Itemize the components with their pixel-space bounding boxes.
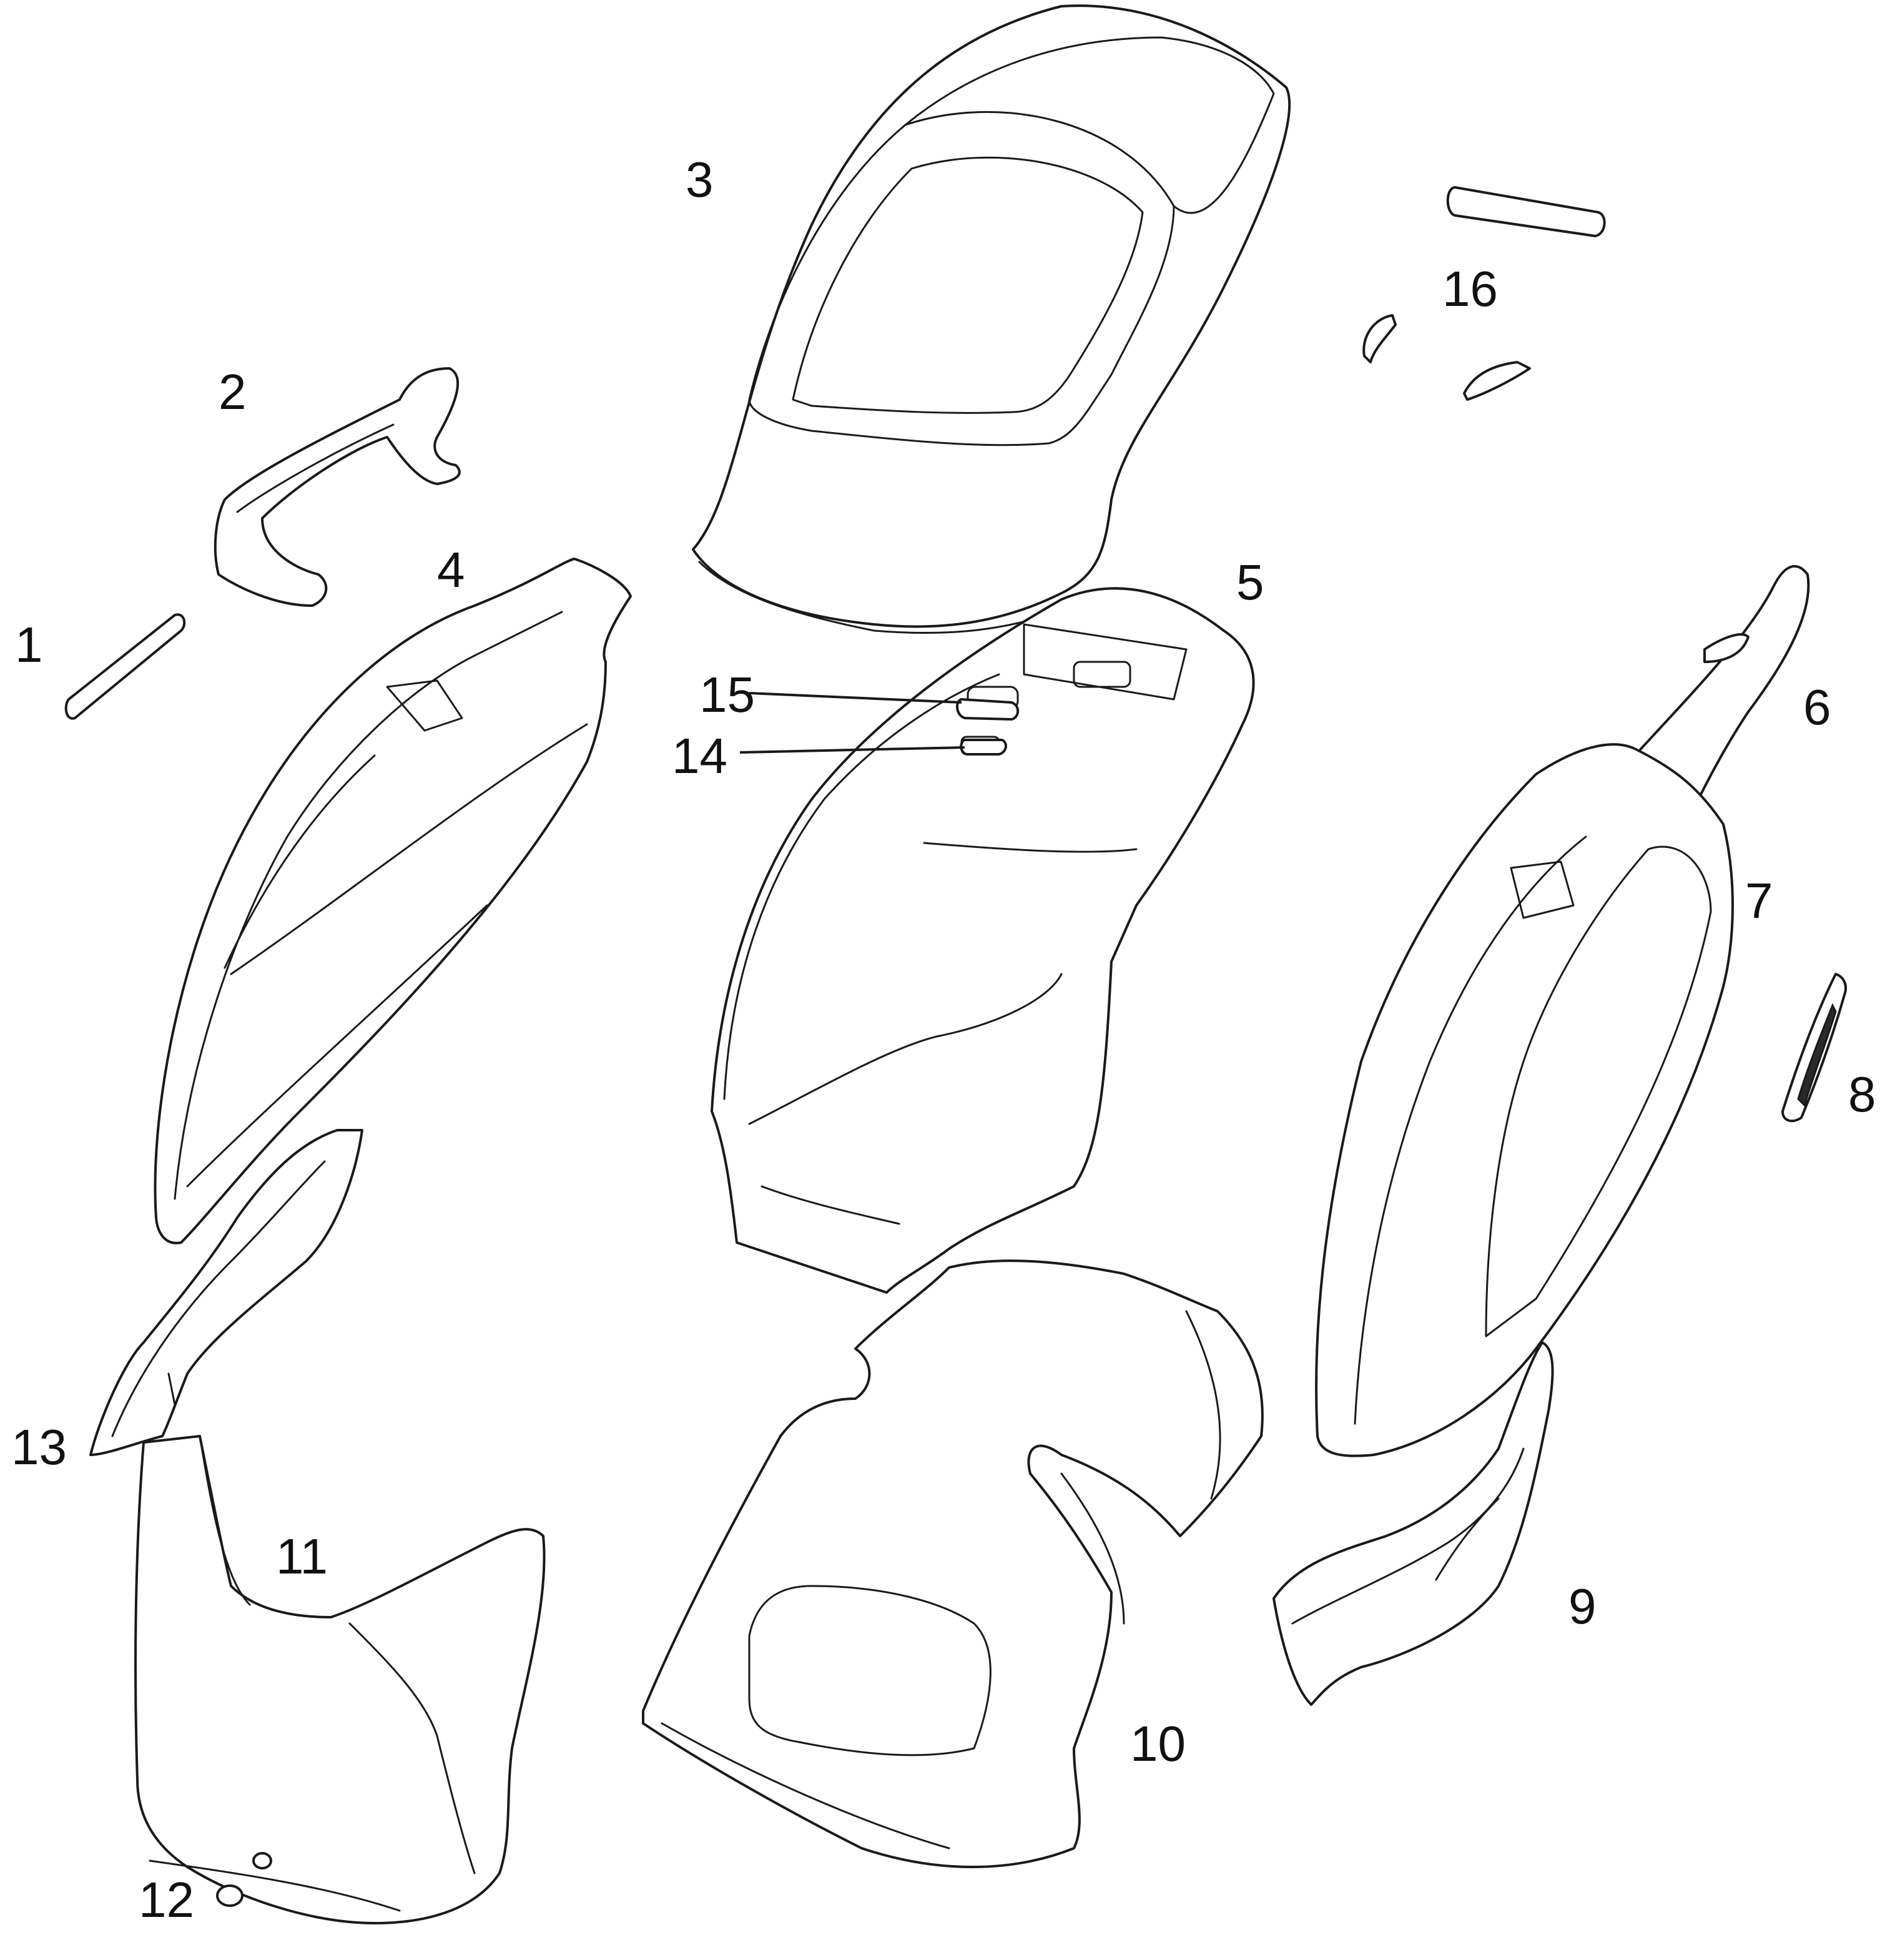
part-4-left-side-panel [154,558,632,1244]
callout-4: 4 [437,542,465,598]
callout-8: 8 [1848,1066,1876,1122]
callout-6: 6 [1803,679,1831,735]
part-13-left-lower-trim [89,1129,363,1456]
callout-7: 7 [1745,873,1773,928]
callout-9: 9 [1568,1578,1597,1634]
part-7-right-side-panel [1315,743,1734,1457]
callout-2: 2 [219,364,247,420]
part-11-front-leg-shield [134,1435,546,1924]
callout-12: 12 [139,1872,194,1928]
part-9-right-lower-trim [1272,1341,1554,1706]
callout-1: 1 [15,617,43,672]
callout-labels: 1 2 3 4 5 6 7 8 9 10 11 12 13 14 15 16 [11,152,1876,1928]
callout-16: 16 [1442,261,1498,317]
part-2-grab-handle [214,367,461,607]
part-8-badge [1781,973,1848,1123]
part-10-floor-panel [642,1259,1264,1868]
part-12-cap [216,1852,272,1907]
part-3-seat [692,4,1291,634]
callout-3: 3 [686,152,714,207]
callout-5: 5 [1236,554,1264,610]
callout-14: 14 [672,728,727,784]
part-5-storage-bin [711,587,1255,1294]
part-16-pads [1362,186,1606,401]
callout-15: 15 [699,667,755,722]
callout-11: 11 [276,1529,328,1584]
callout-13: 13 [11,1419,67,1475]
callout-10: 10 [1130,1716,1186,1771]
part-14-pad [739,739,1007,756]
part-1-strip [64,613,186,720]
part-15-pad [749,692,1020,721]
